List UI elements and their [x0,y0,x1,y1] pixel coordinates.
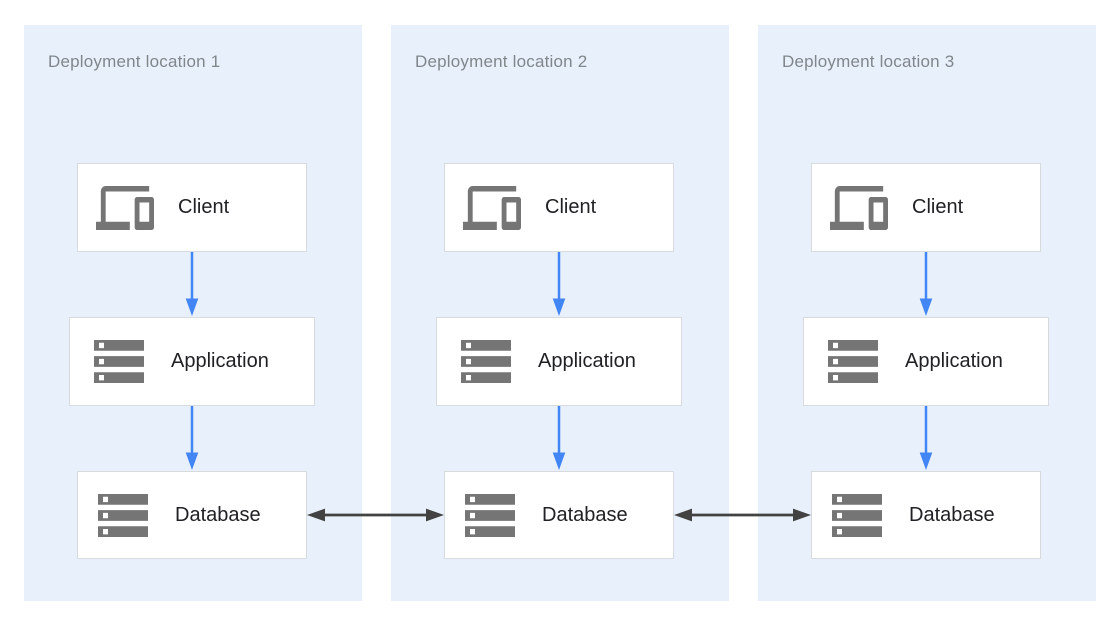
deployment-location-1-panel: Deployment location 1 Client Application [24,25,362,601]
panel-title: Deployment location 3 [782,52,955,71]
arrow-application-to-database [552,406,566,470]
arrow-client-to-application [185,252,199,316]
server-stack-icon [98,493,148,537]
application-node: Application [436,317,682,406]
client-node-label: Client [545,196,597,218]
database-node: Database [811,471,1041,559]
deployment-location-2-panel: Deployment location 2 Client Application [391,25,729,601]
server-stack-icon [828,340,878,383]
database-node: Database [444,471,674,559]
application-node-label: Application [538,350,636,372]
arrow-client-to-application [552,252,566,316]
arrow-database1-database2-bidirectional [307,508,444,522]
server-stack-icon [461,340,511,383]
client-node-label: Client [912,196,964,218]
application-node-label: Application [905,350,1003,372]
application-node-label: Application [171,350,269,372]
arrow-database2-database3-bidirectional [674,508,811,522]
panel-title: Deployment location 2 [415,52,588,71]
database-node-label: Database [175,503,261,526]
devices-icon [463,185,521,230]
application-node: Application [803,317,1049,406]
server-stack-icon [832,493,882,537]
server-stack-icon [465,493,515,537]
database-node-label: Database [909,503,995,526]
application-node: Application [69,317,315,406]
deployment-location-3-panel: Deployment location 3 Client Application [758,25,1096,601]
arrow-application-to-database [919,406,933,470]
client-node-label: Client [178,196,230,218]
panel-title: Deployment location 1 [48,52,221,71]
database-node-label: Database [542,503,628,526]
client-node: Client [77,163,307,252]
database-node: Database [77,471,307,559]
devices-icon [96,185,154,230]
client-node: Client [444,163,674,252]
client-node: Client [811,163,1041,252]
server-stack-icon [94,340,144,383]
devices-icon [830,185,888,230]
arrow-application-to-database [185,406,199,470]
arrow-client-to-application [919,252,933,316]
